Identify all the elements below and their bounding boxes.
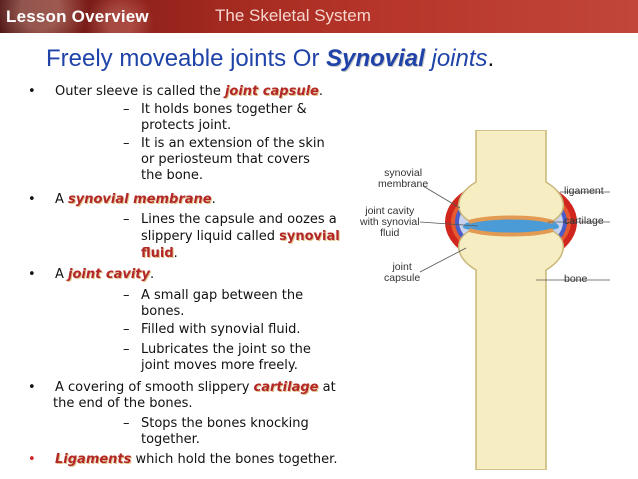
leader-joint-capsule (419, 247, 467, 273)
leader-joint-cavity (419, 221, 479, 227)
cartilage-upper-shape (468, 215, 554, 224)
lower-bone-shape (458, 229, 564, 471)
bullet-marker: • (28, 452, 36, 467)
label-line: synovial (384, 167, 423, 179)
header-bar: Lesson Overview The Skeletal System (0, 0, 638, 33)
item-text: the end of the bones. (53, 396, 193, 411)
label-line: capsule (384, 272, 421, 284)
label-synovial-membrane: synovial membrane (378, 168, 428, 190)
sub-item-text: Stops the bones knocking (141, 416, 309, 431)
dash-marker: – (123, 322, 130, 337)
title-prefix: Freely moveable joints Or (46, 45, 327, 72)
item-text: A synovial membrane. (55, 192, 216, 209)
label-line: with synovial (360, 216, 420, 228)
text-run: . (149, 267, 155, 282)
synovial-joint-diagram: synovial membrane joint cavity with syno… (348, 129, 638, 471)
bullet-marker: • (28, 192, 36, 207)
dash-marker: – (123, 416, 130, 431)
text-run: . (211, 192, 216, 207)
label-ligament: ligament (564, 185, 604, 197)
text-run: slippery liquid called (141, 229, 280, 244)
cartilage-lower-shape (468, 228, 554, 237)
text-run: at (318, 380, 336, 395)
sub-item-text: fluid. (141, 246, 178, 263)
label-line: joint cavity (365, 205, 415, 217)
dash-marker: – (123, 136, 130, 151)
lesson-overview-label: Lesson Overview (6, 7, 149, 26)
text-run: Outer sleeve is called the (55, 84, 225, 99)
label-line: membrane (378, 178, 429, 190)
slide-title: Freely moveable joints Or Synovial joint… (46, 45, 494, 73)
dash-marker: – (123, 342, 130, 357)
label-line: fluid (380, 227, 400, 239)
dash-marker: – (123, 212, 130, 227)
text-run: A (55, 192, 69, 207)
sub-item-text: Lines the capsule and oozes a (141, 212, 337, 227)
sub-item-text: Lubricates the joint so the (141, 342, 311, 357)
sub-item-text: the bone. (141, 168, 204, 183)
label-joint-capsule: joint capsule (384, 262, 420, 284)
leader-synovial-membrane (422, 185, 461, 209)
keyword-cartilage: cartilage (253, 380, 319, 395)
item-text: Outer sleeve is called the joint capsule… (55, 84, 323, 101)
sub-item-text: slippery liquid called synovial (141, 229, 340, 246)
text-run: A (55, 267, 69, 282)
upper-bone-shape (458, 129, 564, 223)
sub-item-text: Filled with synovial fluid. (141, 322, 301, 337)
sub-item-text: together. (141, 432, 200, 447)
keyword-joint-capsule: joint capsule (224, 84, 319, 99)
item-text: A joint cavity. (55, 267, 154, 284)
label-cartilage: cartilage (564, 215, 604, 227)
title-suffix: joints (424, 45, 488, 72)
bullet-marker: • (28, 380, 36, 395)
sub-item-text: protects joint. (141, 118, 232, 133)
keyword-synovial-membrane: synovial membrane (68, 192, 212, 207)
label-joint-cavity: joint cavity with synovial fluid (360, 206, 420, 239)
text-run: which hold the bones together. (131, 452, 338, 467)
sub-item-text: It is an extension of the skin (141, 136, 325, 151)
bullet-marker: • (28, 267, 36, 282)
item-text: Ligaments which hold the bones together. (55, 452, 337, 469)
bullet-marker: • (28, 84, 36, 99)
keyword-joint-cavity: joint cavity (68, 267, 150, 282)
joint-cavity-fluid-shape (463, 218, 559, 234)
title-emphasis: Synovial (326, 45, 425, 72)
topic-title: The Skeletal System (215, 6, 371, 25)
item-text: A covering of smooth slippery cartilage … (55, 380, 336, 397)
sub-item-text: A small gap between the (141, 288, 304, 303)
dash-marker: – (123, 102, 130, 117)
header-texture (0, 0, 200, 33)
sub-item-text: joint moves more freely. (141, 358, 298, 373)
text-run: . (173, 246, 178, 261)
sub-item-text: or periosteum that covers (141, 152, 310, 167)
joint-illustration (419, 129, 610, 471)
label-bone: bone (564, 273, 588, 285)
keyword-fluid: fluid (141, 246, 174, 261)
dash-marker: – (123, 288, 130, 303)
title-end: . (487, 45, 495, 72)
label-line: joint (392, 261, 412, 273)
text-run: . (318, 84, 323, 99)
text-run: A covering of smooth slippery (55, 380, 254, 395)
keyword-synovial: synovial (279, 229, 340, 244)
sub-item-text: It holds bones together & (141, 102, 307, 117)
keyword-ligaments: Ligaments (55, 452, 132, 467)
sub-item-text: bones. (141, 304, 185, 319)
